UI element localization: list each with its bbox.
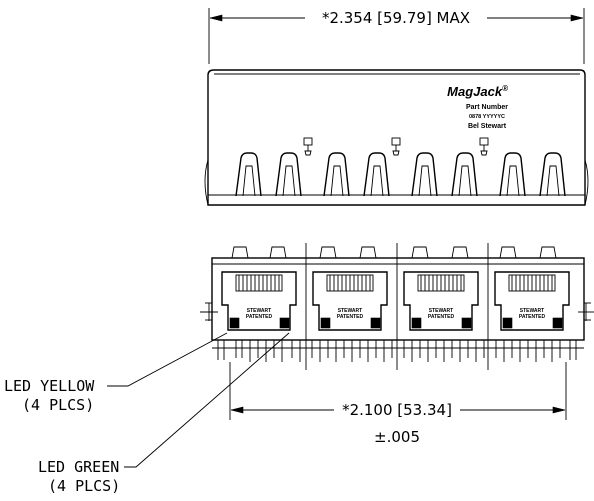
rj45-port-1: STEWART PATENTED bbox=[221, 271, 297, 331]
port-1-text-2: PATENTED bbox=[246, 314, 273, 320]
part-number-label: Part Number bbox=[466, 104, 508, 111]
brand-logo: MagJack® bbox=[447, 84, 508, 99]
overall-width-dimension: *2.354 [59.79] MAX bbox=[208, 8, 585, 64]
port-4-text-1: STEWART bbox=[520, 308, 544, 314]
top-view: MagJack® Part Number 0878 YYYYYC Bel Ste… bbox=[204, 69, 589, 206]
port-3-text-2: PATENTED bbox=[428, 314, 455, 320]
led-green-qty: (4 PLCS) bbox=[48, 477, 120, 495]
top-tab-markers bbox=[303, 137, 489, 156]
rj45-port-4: STEWART PATENTED bbox=[494, 271, 570, 331]
led-yellow-label: LED YELLOW bbox=[4, 377, 95, 395]
latch-slots bbox=[235, 152, 566, 197]
led-yellow-qty: (4 PLCS) bbox=[22, 396, 94, 414]
port-1-text-1: STEWART bbox=[247, 308, 271, 314]
led-green-label: LED GREEN bbox=[38, 458, 119, 476]
port-3-text-1: STEWART bbox=[429, 308, 453, 314]
overall-width-label: *2.354 [59.79] MAX bbox=[322, 9, 470, 27]
port-2-text-2: PATENTED bbox=[337, 314, 364, 320]
rj45-port-3: STEWART PATENTED bbox=[403, 271, 479, 331]
bottom-pins bbox=[212, 339, 584, 362]
led-green-callout: LED GREEN (4 PLCS) bbox=[38, 332, 290, 495]
mounting-crosshairs bbox=[200, 303, 594, 321]
front-view: STEWART PATENTED STEWART PATENTED STEWAR… bbox=[200, 243, 594, 370]
part-code: 0878 YYYYYC bbox=[469, 114, 505, 120]
manufacturer-label: Bel Stewart bbox=[468, 123, 507, 130]
pitch-dimension: *2.100 [53.34] ±.005 bbox=[229, 362, 567, 446]
pitch-width-label: *2.100 [53.34] bbox=[342, 401, 452, 419]
port-4-text-2: PATENTED bbox=[519, 314, 546, 320]
rj45-port-2: STEWART PATENTED bbox=[312, 271, 388, 331]
top-pegs bbox=[231, 246, 557, 259]
led-yellow-callout: LED YELLOW (4 PLCS) bbox=[4, 332, 228, 414]
port-2-text-1: STEWART bbox=[338, 308, 362, 314]
pitch-tolerance-label: ±.005 bbox=[374, 428, 420, 446]
